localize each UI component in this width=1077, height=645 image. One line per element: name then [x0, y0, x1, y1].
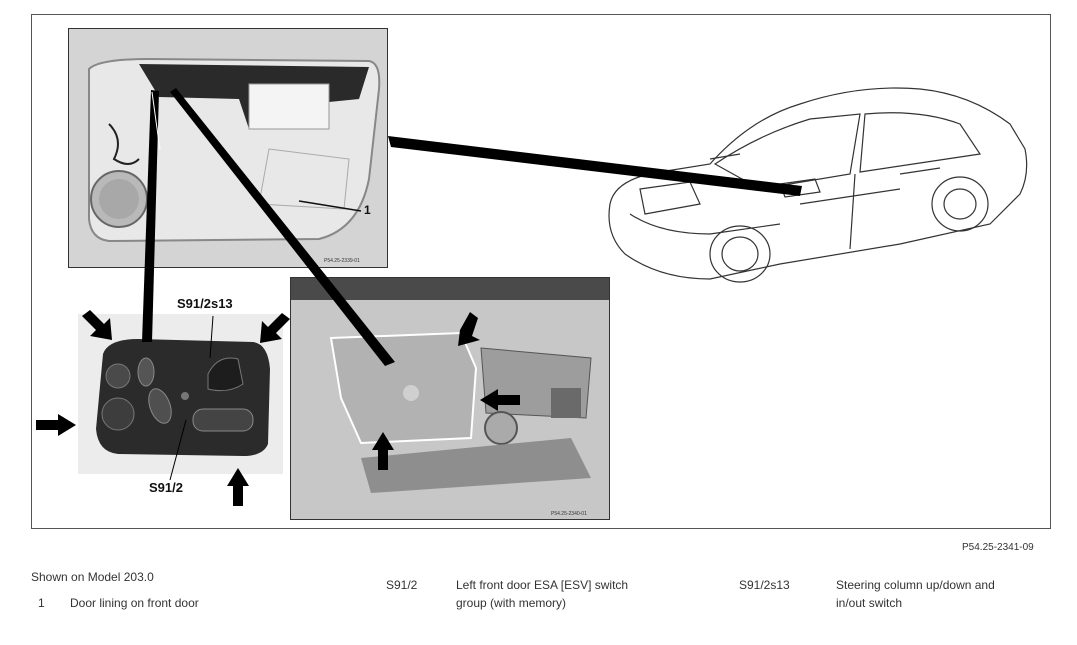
legend-desc-1: Door lining on front door — [70, 596, 199, 610]
legend-code-s91-2s13: S91/2s13 — [739, 578, 790, 592]
switch-group-photo — [78, 314, 283, 474]
legend-shown-on: Shown on Model 203.0 — [31, 570, 154, 584]
car-drawing — [600, 64, 1040, 294]
door-lining-photo: 1 P54.25-2339-01 — [68, 28, 388, 268]
legend-desc-s91-2-line1: Left front door ESA [ESV] switch — [456, 578, 629, 592]
interior-panel-code: P54.25-2340-01 — [551, 511, 587, 517]
callout-s91-2: S91/2 — [149, 480, 183, 495]
figure-reference: P54.25-2341-09 — [962, 542, 1034, 553]
callout-s91-2s13: S91/2s13 — [177, 296, 233, 311]
legend-code-s91-2: S91/2 — [386, 578, 418, 592]
legend-code-1: 1 — [38, 596, 45, 610]
callout-1: 1 — [364, 203, 371, 217]
legend-desc-s91-2s13-line1: Steering column up/down and — [836, 578, 995, 592]
door-panel-code: P54.25-2339-01 — [324, 258, 360, 264]
door-interior-photo: P54.25-2340-01 — [290, 277, 610, 520]
legend-desc-s91-2s13-line2: in/out switch — [836, 596, 903, 610]
legend-desc-s91-2-line2: group (with memory) — [456, 596, 567, 610]
